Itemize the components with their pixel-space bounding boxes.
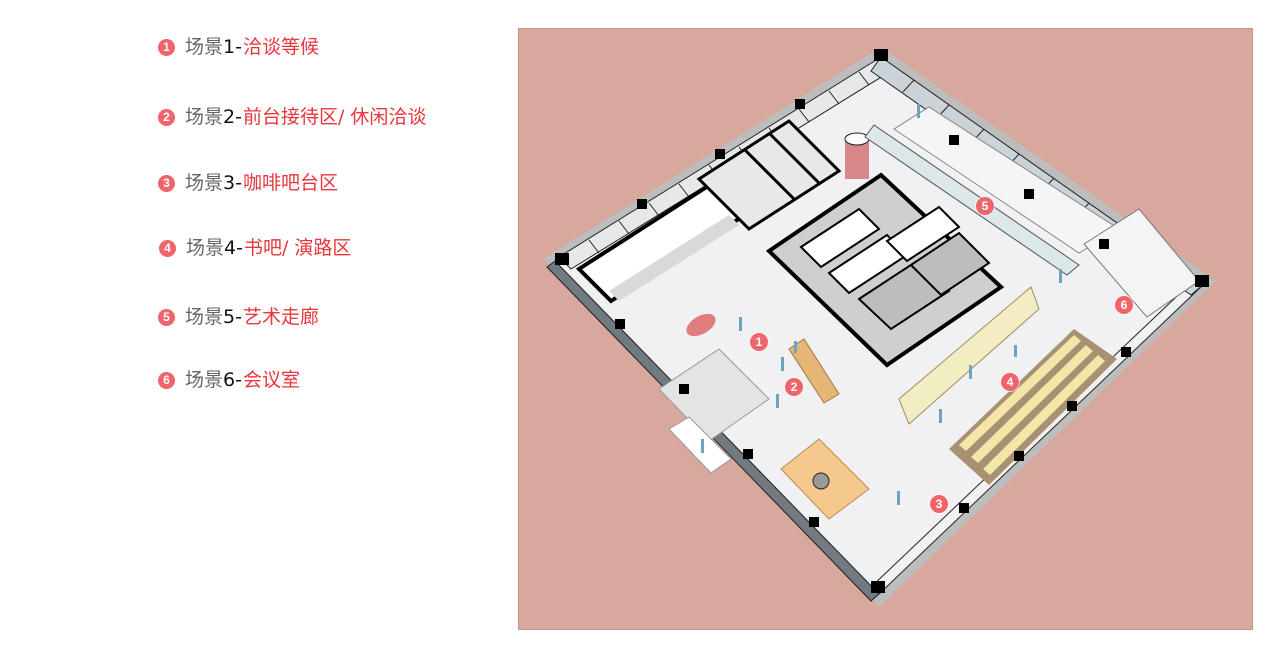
scene-label: 场景 xyxy=(186,237,225,259)
coffee-bar-island xyxy=(780,438,870,520)
legend-item-scene-2: 2 场景 2 - 前台接待区/ 休闲洽谈 xyxy=(158,104,426,130)
scene-label: 场景 xyxy=(185,106,224,128)
cylinder-column xyxy=(844,132,870,179)
scene-4-badge: 4 xyxy=(159,239,176,257)
bookshelf-wall xyxy=(898,286,1040,425)
scene-3-marker: 3 xyxy=(930,495,948,513)
scene-name: 会议室 xyxy=(242,369,300,391)
isometric-floor-plan-illustration xyxy=(543,47,1216,607)
scene-dash: - xyxy=(235,306,242,328)
scene-number: 5 xyxy=(223,306,236,328)
scene-legend: 1 场景 1 - 洽谈等候 2 场景 2 - 前台接待区/ 休闲洽谈 3 场景 … xyxy=(0,0,510,665)
scene-3-badge: 3 xyxy=(158,174,175,192)
scene-number: 1 xyxy=(223,36,236,58)
scene-6-badge: 6 xyxy=(158,371,175,389)
scene-label: 场景 xyxy=(185,369,224,391)
stepped-seating xyxy=(949,329,1117,485)
scene-number: 4 xyxy=(224,237,237,259)
scene-number: 2 xyxy=(223,106,236,128)
scene-dash: - xyxy=(235,106,242,128)
floor-plan-panel: 1 2 3 4 5 6 xyxy=(518,28,1253,630)
scene-6-marker: 6 xyxy=(1115,296,1133,314)
corner-piers xyxy=(555,49,1209,593)
legend-item-scene-6: 6 场景 6 - 会议室 xyxy=(158,367,300,393)
legend-item-scene-3: 3 场景 3 - 咖啡吧台区 xyxy=(158,170,338,196)
scene-name: 书吧/ 演路区 xyxy=(243,237,352,259)
scene-number: 6 xyxy=(223,369,236,391)
legend-item-scene-4: 4 场景 4 - 书吧/ 演路区 xyxy=(159,235,351,261)
scene-name: 洽谈等候 xyxy=(242,36,319,58)
people-silhouettes xyxy=(701,104,1062,505)
scene-dash: - xyxy=(235,172,242,194)
scene-dash: - xyxy=(236,237,243,259)
reception-desk xyxy=(788,338,840,404)
scene-label: 场景 xyxy=(185,172,224,194)
scene-5-marker: 5 xyxy=(976,197,994,215)
scene-1-badge: 1 xyxy=(158,38,175,56)
scene-name: 咖啡吧台区 xyxy=(242,172,338,194)
scene-5-badge: 5 xyxy=(158,308,175,326)
scene-label: 场景 xyxy=(185,36,224,58)
legend-item-scene-1: 1 场景 1 - 洽谈等候 xyxy=(158,34,319,60)
scene-number: 3 xyxy=(223,172,236,194)
restroom-block xyxy=(696,119,842,231)
scene-label: 场景 xyxy=(185,306,224,328)
pink-rug xyxy=(686,313,716,337)
scene-dash: - xyxy=(235,369,242,391)
scene-2-marker: 2 xyxy=(785,378,803,396)
scene-dash: - xyxy=(235,36,242,58)
scene-name: 前台接待区/ 休闲洽谈 xyxy=(242,106,427,128)
scene-2-badge: 2 xyxy=(158,108,175,126)
legend-item-scene-5: 5 场景 5 - 艺术走廊 xyxy=(158,304,319,330)
scene-4-marker: 4 xyxy=(1001,373,1019,391)
central-core xyxy=(765,172,1005,368)
scene-1-marker: 1 xyxy=(750,333,768,351)
scene-name: 艺术走廊 xyxy=(242,306,319,328)
